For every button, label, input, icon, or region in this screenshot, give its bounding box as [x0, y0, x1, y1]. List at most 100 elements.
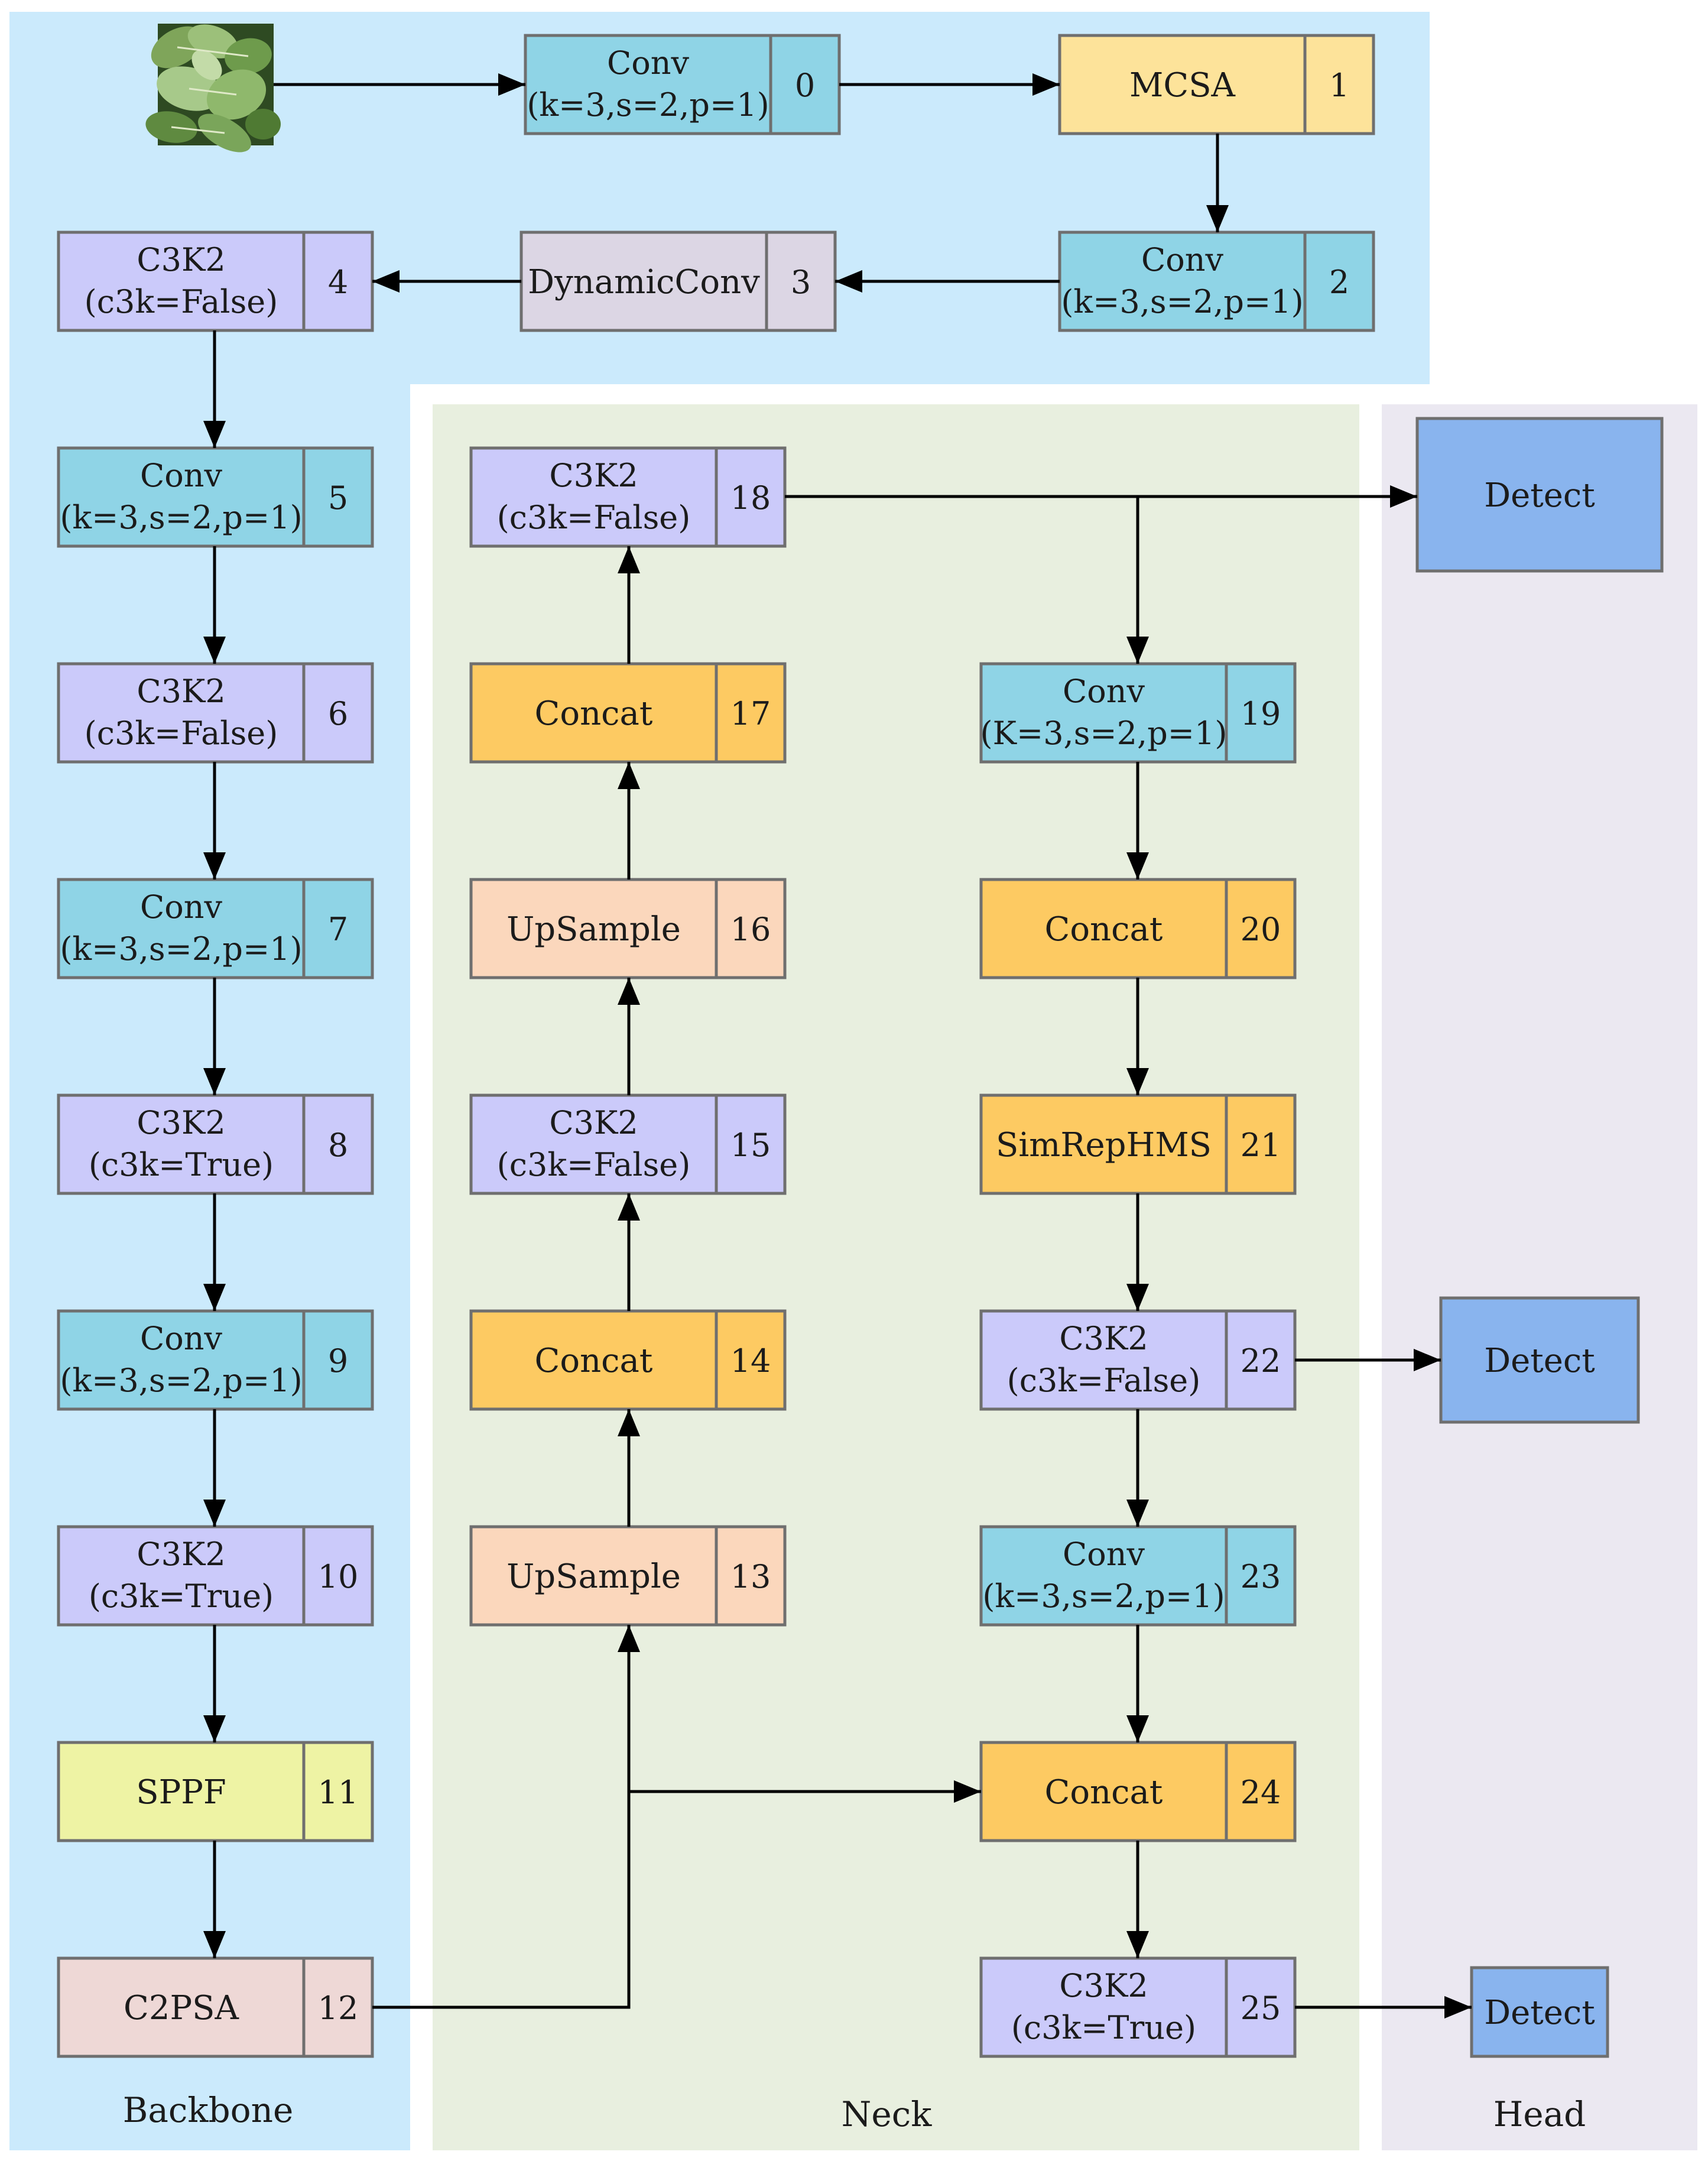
layer-name: MCSA — [1129, 66, 1236, 105]
layer-index-cell — [715, 1525, 787, 1627]
layer-name: C2PSA — [124, 1989, 239, 2027]
layer-name: Concat — [1045, 1773, 1163, 1812]
layer-name-cell — [57, 446, 306, 548]
layer-block-2: Conv(k=3,s=2,p=1)2 — [1058, 231, 1375, 332]
layer-block-7: Conv(k=3,s=2,p=1)7 — [57, 878, 374, 979]
layer-name: C3K2 — [549, 1104, 638, 1141]
layer-params: (K=3,s=2,p=1) — [980, 715, 1228, 752]
detect-rect — [1415, 417, 1664, 573]
layer-index: 10 — [318, 1558, 359, 1595]
detect-label: Detect — [1484, 1994, 1595, 2032]
detect-label: Detect — [1484, 1342, 1595, 1380]
detect-c-box: Detect — [1470, 1966, 1609, 2058]
layer-name-cell — [57, 1525, 306, 1627]
head-label: Head — [1493, 2094, 1586, 2134]
layer-params: (c3k=True) — [1011, 2009, 1196, 2046]
layer-index: 16 — [730, 911, 771, 948]
arrow-12-to-13 — [372, 1625, 640, 2009]
detect-b-box: Detect — [1439, 1296, 1640, 1424]
layer-params: (k=3,s=2,p=1) — [60, 930, 302, 968]
layer-index: 9 — [328, 1342, 348, 1380]
layer-block-13: UpSample 13 — [469, 1525, 787, 1627]
layer-name: C3K2 — [549, 457, 638, 494]
layer-name: Concat — [535, 1342, 653, 1380]
layer-index-cell — [302, 878, 374, 979]
layer-index: 3 — [791, 264, 811, 301]
layer-block-16: UpSample 16 — [469, 878, 787, 979]
layer-params: (c3k=True) — [89, 1146, 274, 1183]
layer-index-cell — [1303, 34, 1375, 135]
layer-block-11: SPPF 11 — [57, 1741, 374, 1842]
layer-index: 11 — [318, 1774, 359, 1811]
layer-name-cell — [469, 1093, 718, 1195]
layer-index: 4 — [328, 264, 348, 301]
layer-name: C3K2 — [137, 1536, 225, 1573]
layer-index: 6 — [328, 695, 348, 732]
layer-name-cell — [57, 231, 306, 332]
layer-params: (k=3,s=2,p=1) — [1061, 283, 1303, 320]
leaf-shape — [245, 109, 281, 139]
layer-block-4: C3K2(c3k=False)4 — [57, 231, 374, 332]
layer-block-15: C3K2(c3k=False)15 — [469, 1093, 787, 1195]
layer-index: 8 — [328, 1127, 348, 1164]
layer-params: (k=3,s=2,p=1) — [60, 499, 302, 536]
leaf-veins — [171, 46, 249, 134]
layer-index: 23 — [1241, 1558, 1281, 1595]
layer-name: UpSample — [506, 1557, 681, 1596]
layer-block-8: C3K2(c3k=True)8 — [57, 1093, 374, 1195]
layer-index: 17 — [730, 695, 771, 732]
layer-params: (k=3,s=2,p=1) — [527, 86, 769, 124]
layer-name-cell — [1058, 231, 1307, 332]
layer-block-5: Conv(k=3,s=2,p=1)5 — [57, 446, 374, 548]
layer-index-cell — [302, 1956, 374, 2058]
layer-index-cell — [715, 662, 787, 764]
layer-params: (c3k=False) — [497, 1146, 691, 1183]
layer-index: 0 — [795, 67, 815, 104]
layer-name-cell — [469, 662, 718, 764]
layer-name-cell — [469, 1525, 718, 1627]
layer-params: (k=3,s=2,p=1) — [60, 1362, 302, 1399]
detect-label: Detect — [1484, 476, 1595, 515]
layer-params: (k=3,s=2,p=1) — [982, 1578, 1225, 1615]
detect-rect — [1470, 1966, 1609, 2058]
layer-index-cell — [715, 446, 787, 548]
layer-name: Concat — [535, 695, 653, 733]
layer-name-cell — [469, 878, 718, 979]
layer-name: SimRepHMS — [996, 1126, 1212, 1164]
backbone-label: Backbone — [123, 2090, 294, 2130]
layer-name-cell — [979, 1956, 1228, 2058]
detect-rect — [1439, 1296, 1640, 1424]
layer-block-18: C3K2(c3k=False)18 — [469, 446, 787, 548]
layer-index: 5 — [328, 479, 348, 517]
layer-name-cell — [469, 1309, 718, 1411]
layer-name: SPPF — [136, 1773, 226, 1812]
layer-name: Conv — [1063, 1536, 1145, 1573]
leaf-image-icon — [145, 24, 281, 152]
layer-block-25: C3K2(c3k=True)25 — [979, 1956, 1297, 2058]
layer-index-cell — [715, 1309, 787, 1411]
layer-name-cell — [1058, 34, 1307, 135]
layer-index-cell — [1303, 231, 1375, 332]
layer-name: UpSample — [506, 910, 681, 949]
layer-block-10: C3K2(c3k=True)10 — [57, 1525, 374, 1627]
layer-name: C3K2 — [1059, 1967, 1148, 2004]
layer-index-cell — [302, 1525, 374, 1627]
layer-params: (c3k=False) — [85, 283, 278, 320]
layer-index-cell — [715, 1093, 787, 1195]
layer-index: 13 — [730, 1558, 771, 1595]
layer-params: (c3k=False) — [1007, 1362, 1201, 1399]
layer-name-cell — [979, 1309, 1228, 1411]
layer-name: Conv — [1141, 241, 1224, 278]
layer-name-cell — [979, 1741, 1228, 1842]
layer-block-19: Conv(K=3,s=2,p=1)19 — [979, 662, 1297, 764]
